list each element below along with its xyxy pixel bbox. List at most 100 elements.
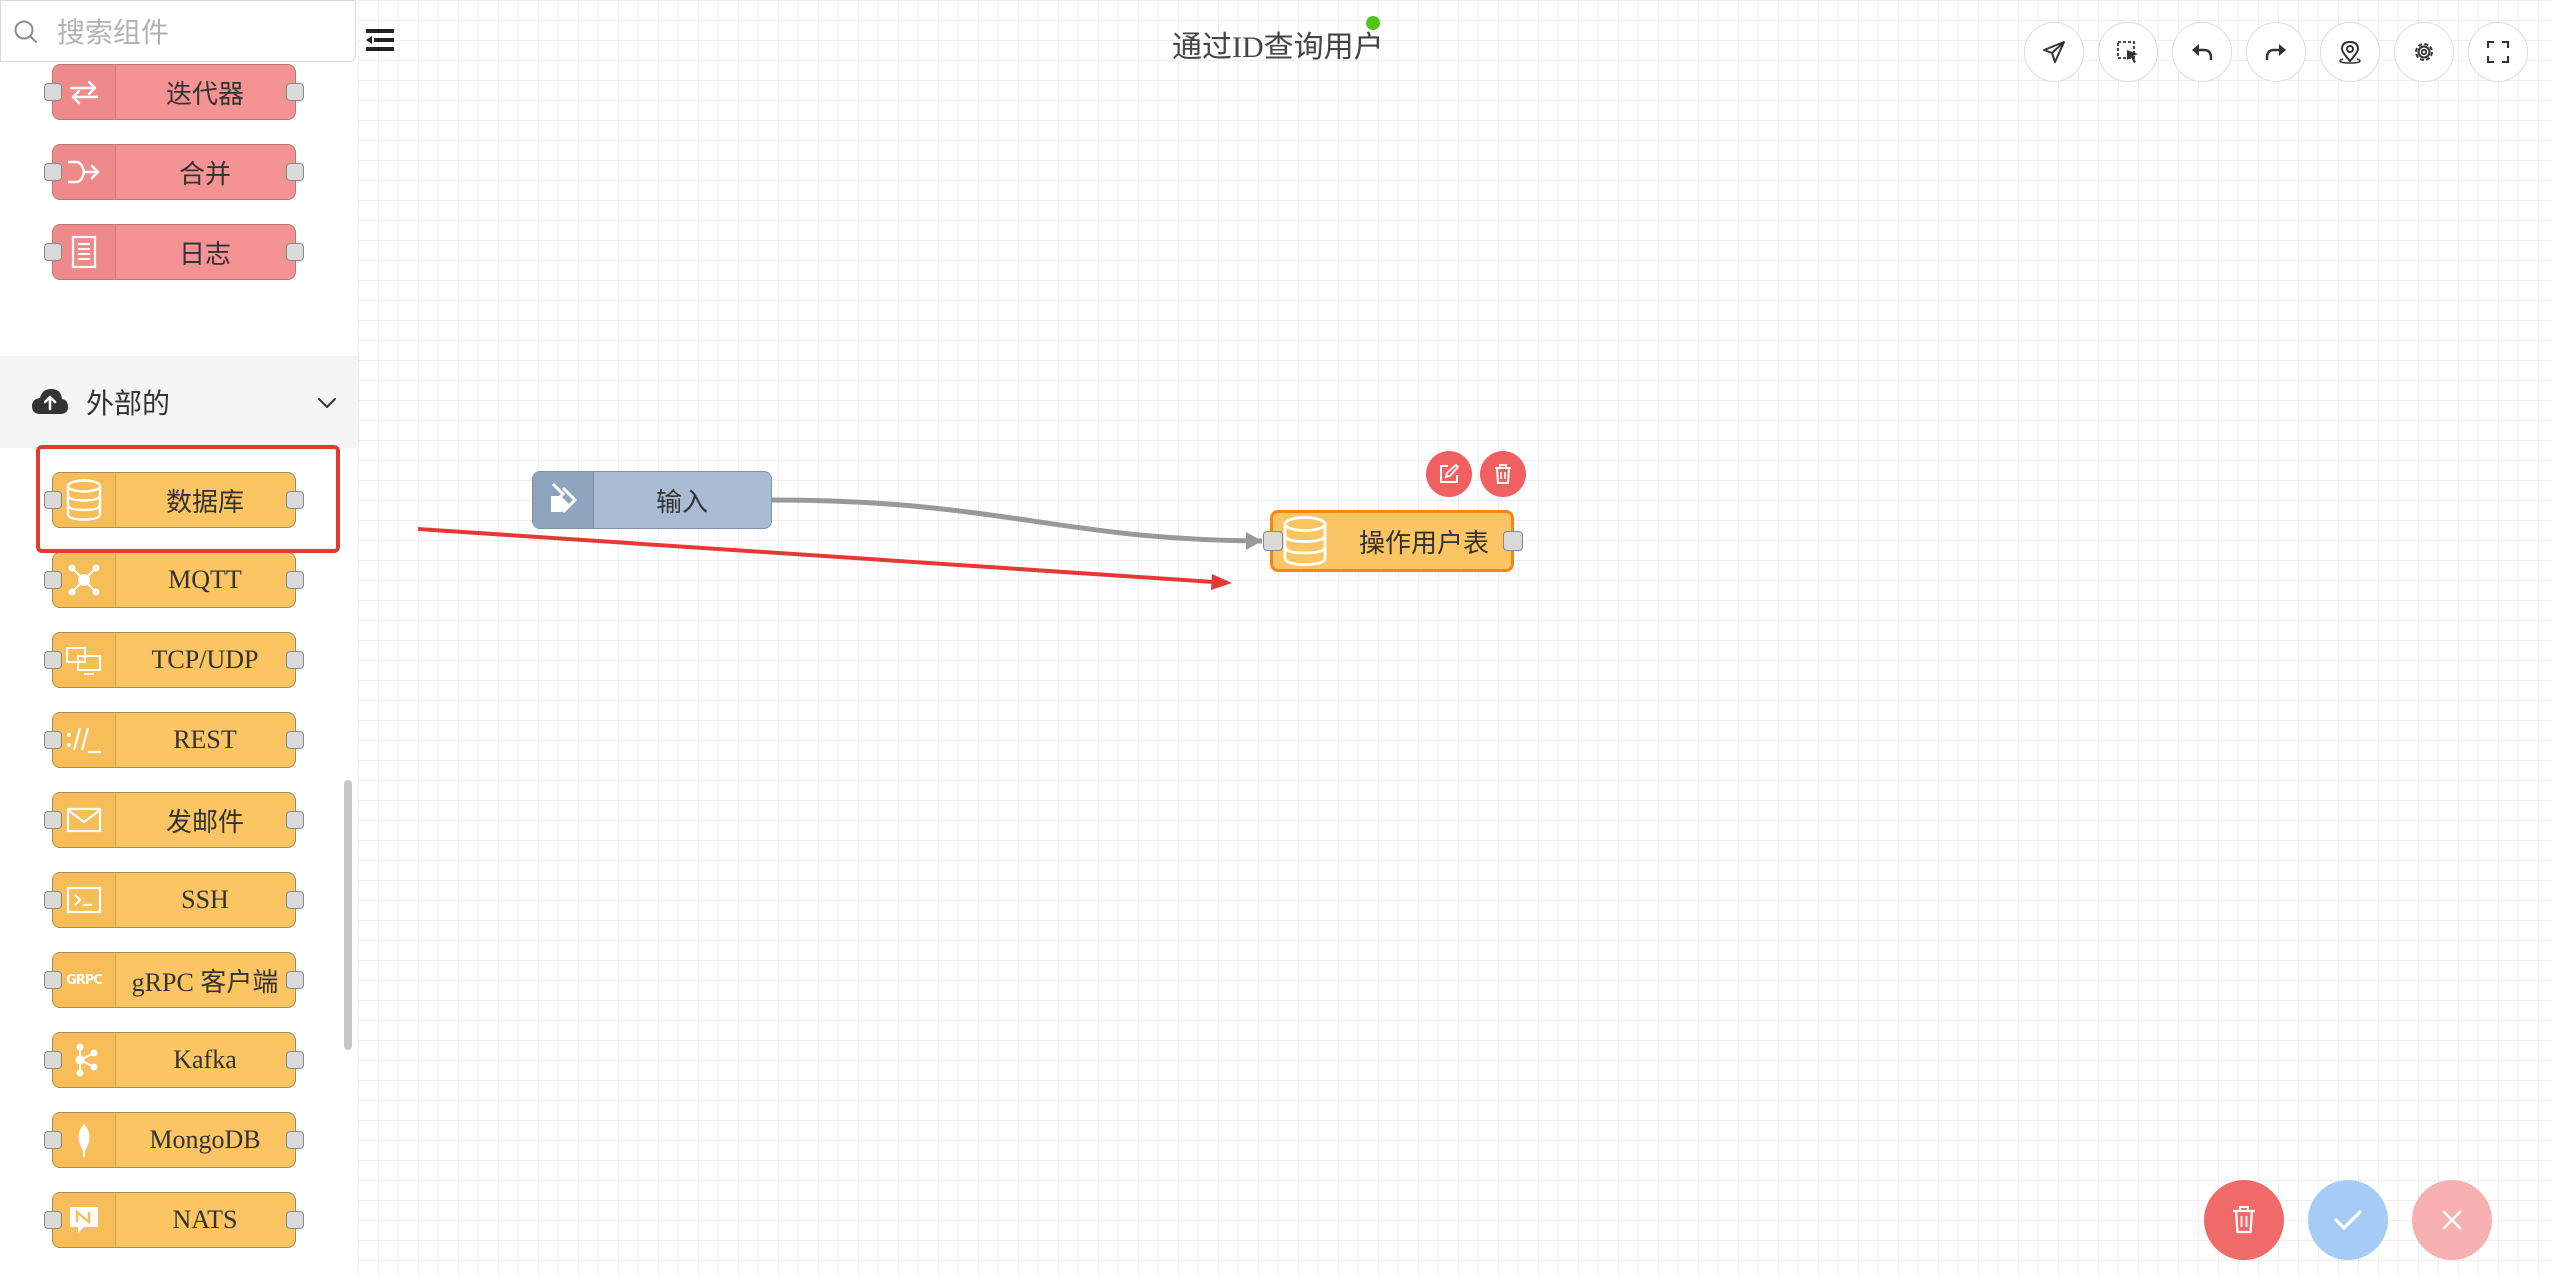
- cloud-upload-icon: [32, 389, 68, 414]
- output-port[interactable]: [286, 1051, 304, 1069]
- palette-node-label: 日志: [178, 239, 231, 269]
- output-port[interactable]: [1503, 531, 1523, 551]
- palette-node-mqtt[interactable]: MQTT: [44, 552, 304, 608]
- output-port[interactable]: [286, 651, 304, 669]
- redo-icon: [2265, 44, 2286, 60]
- input-port[interactable]: [44, 1131, 62, 1149]
- delete-node-button[interactable]: [1480, 451, 1526, 497]
- input-port[interactable]: [44, 571, 62, 589]
- palette-node-ssh[interactable]: SSH: [44, 872, 304, 928]
- input-port[interactable]: [44, 163, 62, 181]
- select-area-button[interactable]: [2098, 22, 2158, 82]
- palette-node-iterator[interactable]: 迭代器: [44, 64, 304, 120]
- input-port[interactable]: [44, 811, 62, 829]
- repeat-icon: [53, 65, 116, 119]
- palette-node-label: REST: [173, 725, 237, 754]
- flow-node-label: 操作用户表: [1358, 528, 1489, 558]
- cancel-button[interactable]: [2412, 1180, 2492, 1260]
- kafka-icon: [53, 1033, 116, 1087]
- output-port[interactable]: [286, 731, 304, 749]
- palette-node-label: MongoDB: [149, 1125, 261, 1154]
- undo-button[interactable]: [2172, 22, 2232, 82]
- select-area-icon: [2117, 41, 2138, 63]
- palette-node-label: NATS: [172, 1205, 238, 1234]
- status-dot: [1366, 16, 1380, 30]
- check-icon: [2334, 1210, 2362, 1230]
- input-port[interactable]: [44, 243, 62, 261]
- output-port[interactable]: [286, 243, 304, 261]
- section-header-external[interactable]: 外部的: [0, 356, 358, 448]
- palette-node-nats[interactable]: NATS: [44, 1192, 304, 1248]
- palette-node-label: 数据库: [165, 487, 244, 517]
- locate-icon: [2339, 40, 2361, 64]
- palette-node-grpc-client[interactable]: GRPC gRPC 客户端: [44, 952, 304, 1008]
- input-port[interactable]: [44, 651, 62, 669]
- palette-node-tcp-udp[interactable]: TCP/UDP: [44, 632, 304, 688]
- flow-title: 通过ID查询用户: [1172, 31, 1384, 64]
- output-port[interactable]: [286, 891, 304, 909]
- output-port[interactable]: [286, 491, 304, 509]
- database-icon: [1273, 513, 1337, 569]
- mongodb-leaf-icon: [53, 1113, 116, 1167]
- palette-node-log[interactable]: 日志: [44, 224, 304, 280]
- settings-button[interactable]: [2394, 22, 2454, 82]
- output-port[interactable]: [286, 83, 304, 101]
- settings-gear-icon: [2415, 43, 2433, 61]
- output-port[interactable]: [286, 571, 304, 589]
- palette-node-label: MQTT: [168, 565, 242, 594]
- input-port[interactable]: [44, 731, 62, 749]
- edit-icon: [1440, 463, 1460, 483]
- input-port[interactable]: [1263, 531, 1283, 551]
- input-port[interactable]: [44, 1051, 62, 1069]
- trash-icon: [2233, 1206, 2255, 1234]
- output-port[interactable]: [286, 811, 304, 829]
- delete-button[interactable]: [2204, 1180, 2284, 1260]
- palette-node-label: Kafka: [173, 1045, 237, 1074]
- palette-node-database[interactable]: 数据库: [44, 472, 304, 528]
- edit-node-button[interactable]: [1426, 451, 1472, 497]
- output-port[interactable]: [286, 1131, 304, 1149]
- chevron-down-icon[interactable]: [316, 392, 338, 414]
- search-box: [0, 0, 356, 62]
- input-port[interactable]: [44, 491, 62, 509]
- menu-toggle-icon[interactable]: [364, 26, 396, 54]
- input-port[interactable]: [44, 891, 62, 909]
- palette-node-mongodb[interactable]: MongoDB: [44, 1112, 304, 1168]
- component-palette: 迭代器 合并 日志: [0, 0, 358, 1276]
- fullscreen-icon: [2487, 41, 2509, 63]
- output-port[interactable]: [286, 971, 304, 989]
- input-port[interactable]: [44, 1211, 62, 1229]
- palette-node-label: 迭代器: [165, 79, 244, 109]
- deploy-button[interactable]: [2024, 22, 2084, 82]
- close-icon: [2442, 1210, 2462, 1230]
- input-port[interactable]: [44, 971, 62, 989]
- deploy-send-icon: [2043, 41, 2065, 63]
- palette-node-send-email[interactable]: 发邮件: [44, 792, 304, 848]
- locate-button[interactable]: [2320, 22, 2380, 82]
- output-port[interactable]: [286, 163, 304, 181]
- flow-canvas[interactable]: [358, 0, 2551, 1276]
- search-input[interactable]: [55, 11, 349, 53]
- palette-node-merge[interactable]: 合并: [44, 144, 304, 200]
- terminal-icon: [53, 873, 116, 927]
- palette-node-label: gRPC 客户端: [131, 967, 279, 997]
- nats-icon: [53, 1193, 116, 1247]
- palette-node-label: TCP/UDP: [151, 645, 259, 674]
- palette-node-rest[interactable]: REST: [44, 712, 304, 768]
- fullscreen-button[interactable]: [2468, 22, 2528, 82]
- output-port[interactable]: [286, 1211, 304, 1229]
- flow-node-operate-user-table[interactable]: 操作用户表: [1263, 510, 1523, 572]
- undo-icon: [2192, 44, 2213, 60]
- confirm-button[interactable]: [2308, 1180, 2388, 1260]
- flow-node-input[interactable]: 输入: [532, 471, 772, 529]
- palette-node-label: 合并: [178, 159, 231, 189]
- redo-button[interactable]: [2246, 22, 2306, 82]
- trash-icon: [1495, 464, 1511, 484]
- log-icon: [53, 225, 116, 279]
- palette-node-kafka[interactable]: Kafka: [44, 1032, 304, 1088]
- sidebar-scrollbar[interactable]: [344, 780, 352, 1050]
- palette-node-label: SSH: [181, 885, 229, 914]
- input-arrow-icon: [533, 472, 594, 528]
- flow-node-label: 输入: [655, 487, 708, 517]
- input-port[interactable]: [44, 83, 62, 101]
